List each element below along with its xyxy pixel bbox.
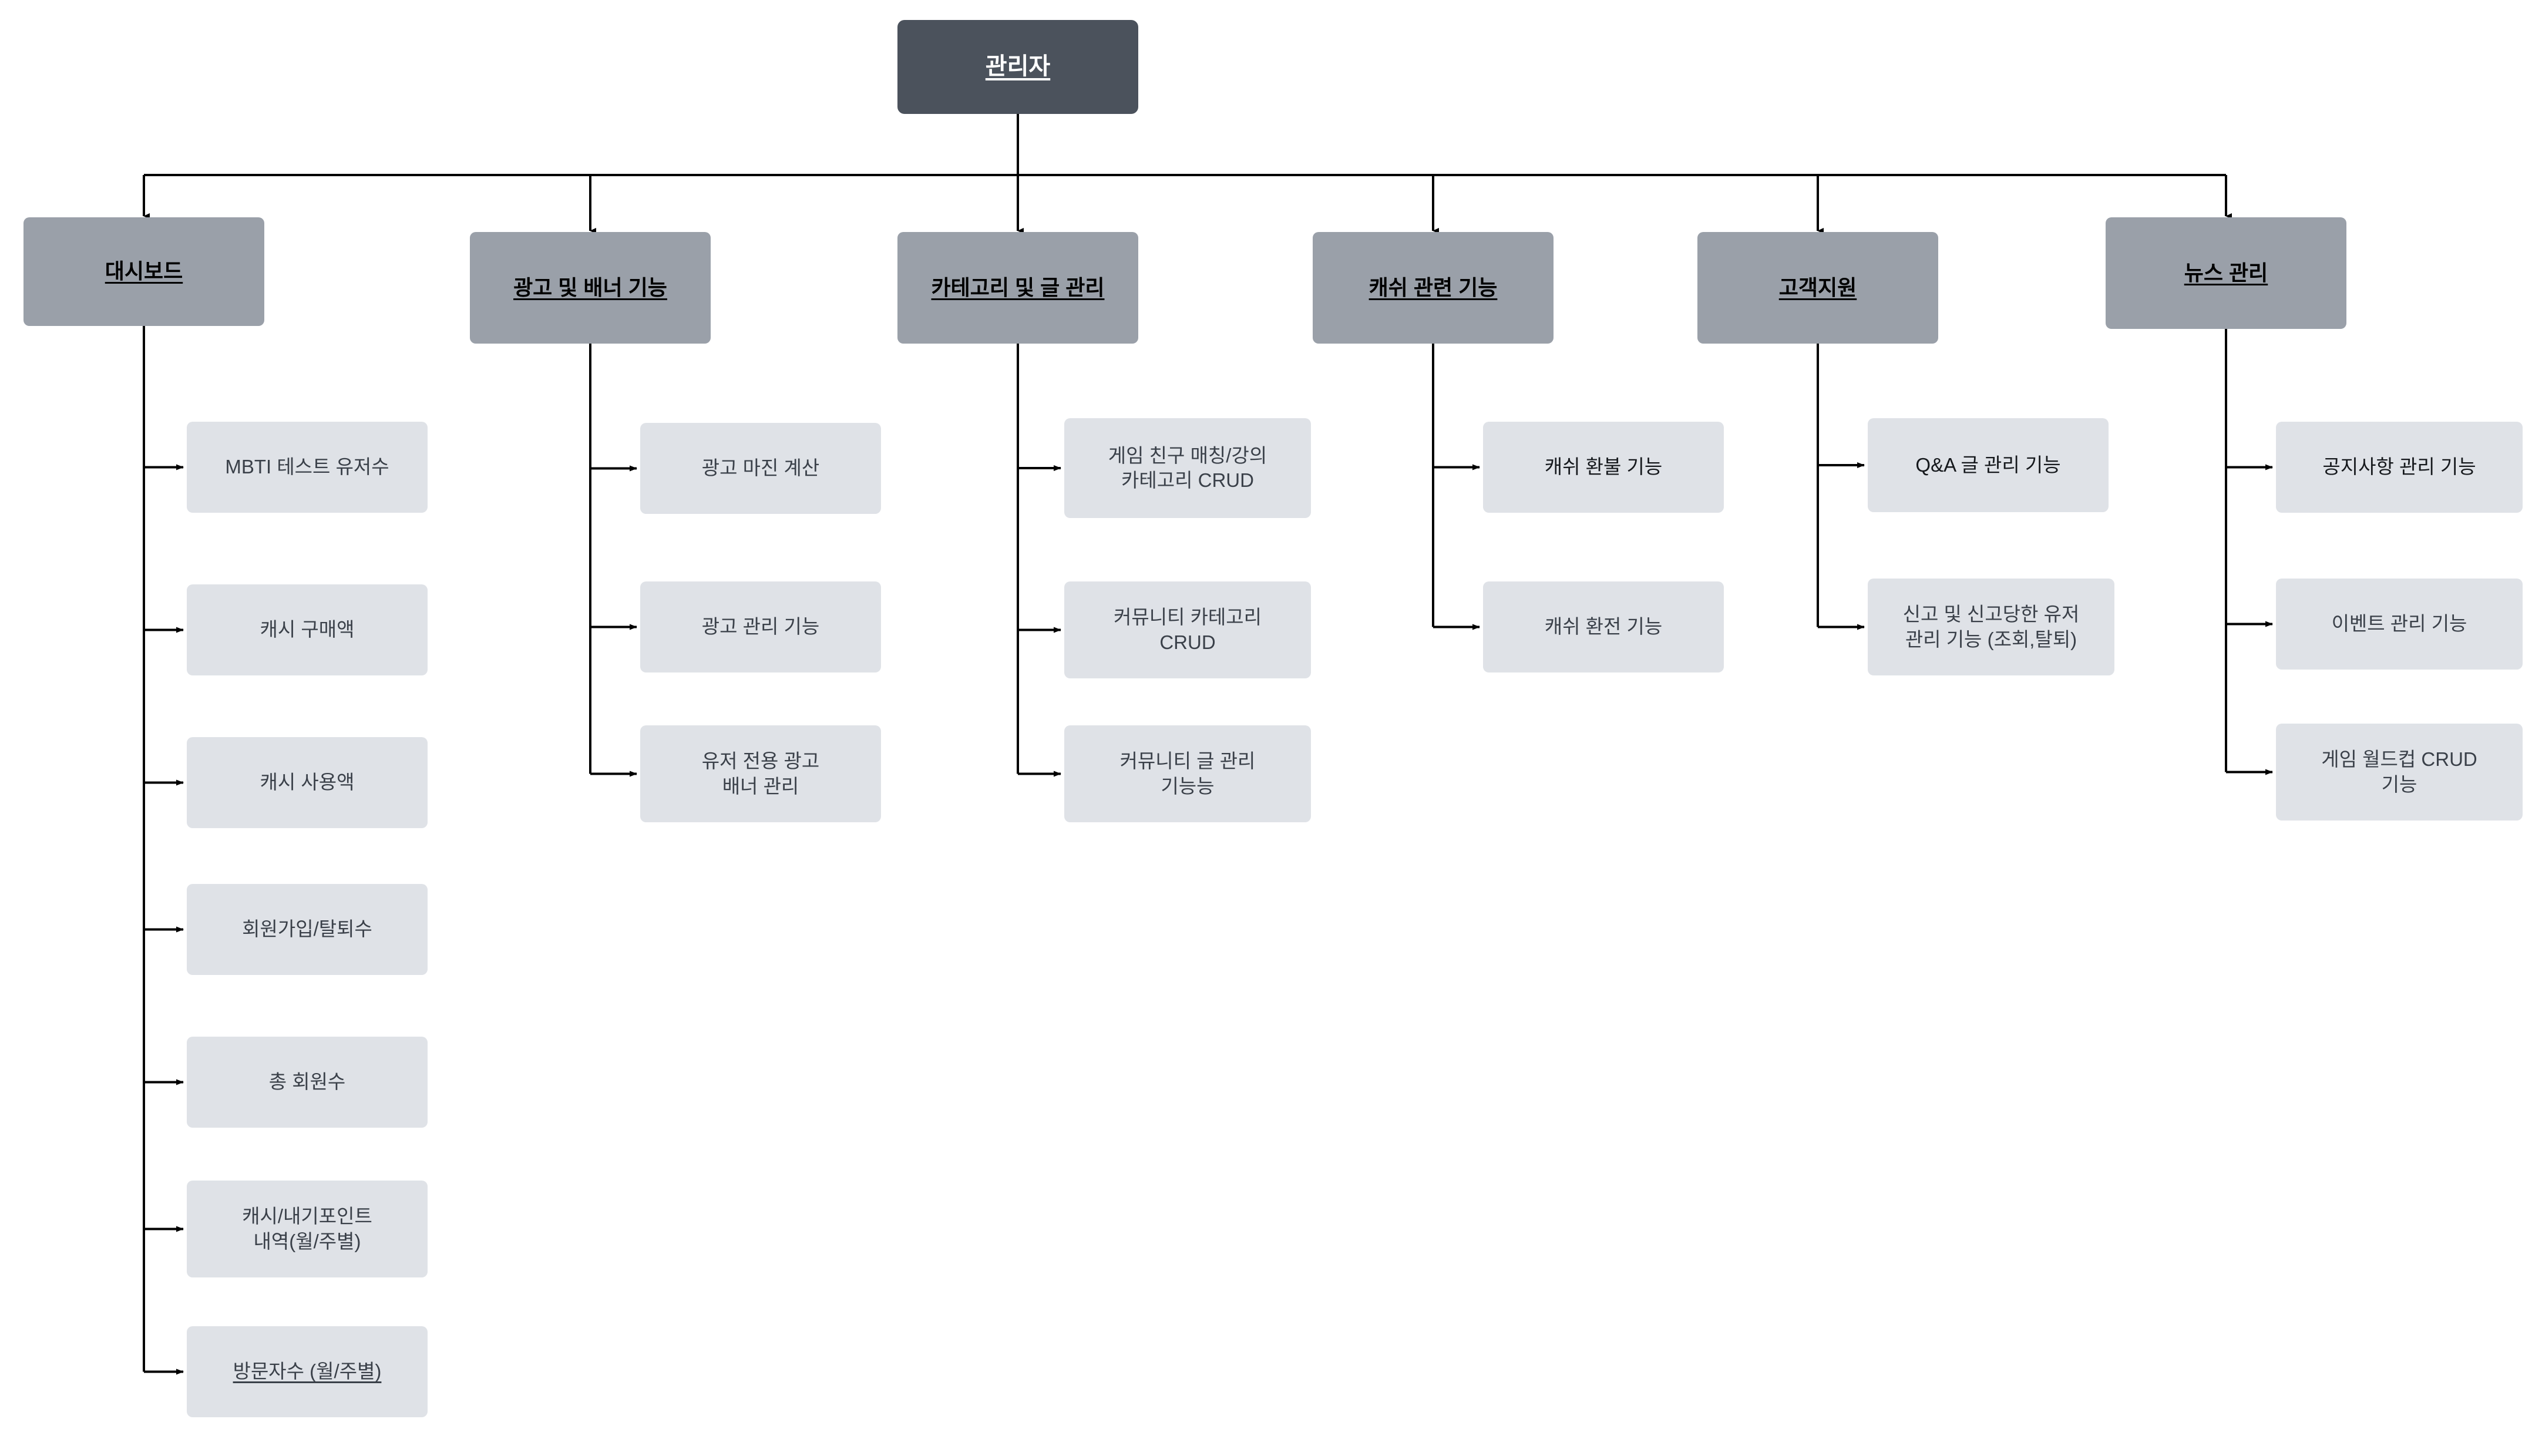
leaf-node-dashboard-2[interactable]: 캐시 구매액 <box>187 584 428 675</box>
leaf-node-news-3[interactable]: 게임 월드컵 CRUD 기능 <box>2276 724 2523 821</box>
leaf-node-dashboard-5-label: 총 회원수 <box>268 1071 346 1093</box>
root-node-administrator-label: 관리자 <box>985 53 1051 80</box>
leaf-node-cash-2[interactable]: 캐쉬 환전 기능 <box>1483 581 1724 672</box>
leaf-node-customer-support-1[interactable]: Q&A 글 관리 기능 <box>1868 418 2109 512</box>
leaf-node-category-post-1[interactable]: 게임 친구 매칭/강의 카테고리 CRUD <box>1064 418 1311 518</box>
leaf-node-news-2-label: 이벤트 관리 기능 <box>2331 613 2467 635</box>
leaf-node-dashboard-4[interactable]: 회원가입/탈퇴수 <box>187 884 428 975</box>
leaf-node-ads-banner-1-label: 광고 마진 계산 <box>701 457 820 479</box>
leaf-node-category-post-3[interactable]: 커뮤니티 글 관리 기능능 <box>1064 725 1311 822</box>
leaf-node-dashboard-3-label: 캐시 사용액 <box>260 771 355 793</box>
branch-connectors <box>143 326 2273 1375</box>
leaf-node-ads-banner-1[interactable]: 광고 마진 계산 <box>640 423 881 514</box>
leaf-node-cash-1[interactable]: 캐쉬 환불 기능 <box>1483 422 1724 513</box>
root-connectors <box>143 114 2232 234</box>
leaf-node-dashboard-1-label: MBTI 테스트 유저수 <box>225 456 389 478</box>
leaf-node-news-1-label: 공지사항 관리 기능 <box>2322 456 2476 478</box>
branch-node-category-post-label: 카테고리 및 글 관리 <box>931 275 1105 300</box>
leaf-node-category-post-1-label: 게임 친구 매칭/강의 카테고리 CRUD <box>1108 444 1267 491</box>
leaf-node-category-post-2-label: 커뮤니티 카테고리 CRUD <box>1113 606 1262 653</box>
branch-node-news[interactable]: 뉴스 관리 <box>2106 217 2346 329</box>
branch-node-dashboard[interactable]: 대시보드 <box>23 217 264 326</box>
branch-node-category-post[interactable]: 카테고리 및 글 관리 <box>897 232 1138 344</box>
leaf-node-dashboard-2-label: 캐시 구매액 <box>260 618 355 641</box>
branch-node-cash-label: 캐쉬 관련 기능 <box>1368 275 1498 300</box>
leaf-node-news-1[interactable]: 공지사항 관리 기능 <box>2276 422 2523 513</box>
branch-node-ads-banner-label: 광고 및 배너 기능 <box>513 275 667 300</box>
leaf-node-category-post-3-label: 커뮤니티 글 관리 기능능 <box>1119 750 1256 797</box>
leaf-node-ads-banner-3[interactable]: 유저 전용 광고 배너 관리 <box>640 725 881 822</box>
branch-node-dashboard-label: 대시보드 <box>105 259 183 284</box>
leaf-node-ads-banner-3-label: 유저 전용 광고 배너 관리 <box>701 750 820 797</box>
branch-node-cash[interactable]: 캐쉬 관련 기능 <box>1313 232 1554 344</box>
leaf-node-dashboard-1[interactable]: MBTI 테스트 유저수 <box>187 422 428 513</box>
leaf-node-dashboard-6-label: 캐시/내기포인트 내역(월/주별) <box>242 1205 372 1252</box>
leaf-node-dashboard-3[interactable]: 캐시 사용액 <box>187 737 428 828</box>
leaf-node-news-3-label: 게임 월드컵 CRUD 기능 <box>2321 748 2477 795</box>
leaf-node-dashboard-6[interactable]: 캐시/내기포인트 내역(월/주별) <box>187 1181 428 1277</box>
branch-node-customer-support[interactable]: 고객지원 <box>1697 232 1938 344</box>
root-node-administrator[interactable]: 관리자 <box>897 20 1138 114</box>
leaf-node-cash-2-label: 캐쉬 환전 기능 <box>1544 616 1663 638</box>
leaf-node-customer-support-2-label: 신고 및 신고당한 유저 관리 기능 (조회,탈퇴) <box>1902 603 2080 650</box>
leaf-node-dashboard-7-label: 방문자수 (월/주별) <box>233 1360 382 1383</box>
branch-node-ads-banner[interactable]: 광고 및 배너 기능 <box>470 232 711 344</box>
leaf-node-ads-banner-2[interactable]: 광고 관리 기능 <box>640 581 881 672</box>
leaf-node-dashboard-7[interactable]: 방문자수 (월/주별) <box>187 1326 428 1417</box>
branch-node-customer-support-label: 고객지원 <box>1778 275 1857 300</box>
leaf-node-category-post-2[interactable]: 커뮤니티 카테고리 CRUD <box>1064 581 1311 678</box>
leaf-node-customer-support-1-label: Q&A 글 관리 기능 <box>1915 453 2061 476</box>
leaf-node-dashboard-5[interactable]: 총 회원수 <box>187 1037 428 1128</box>
branch-node-news-label: 뉴스 관리 <box>2184 260 2268 285</box>
leaf-node-news-2[interactable]: 이벤트 관리 기능 <box>2276 579 2523 670</box>
leaf-node-ads-banner-2-label: 광고 관리 기능 <box>701 616 820 638</box>
leaf-node-dashboard-4-label: 회원가입/탈퇴수 <box>242 918 372 940</box>
leaf-node-cash-1-label: 캐쉬 환불 기능 <box>1544 456 1663 478</box>
leaf-node-customer-support-2[interactable]: 신고 및 신고당한 유저 관리 기능 (조회,탈퇴) <box>1868 579 2114 675</box>
